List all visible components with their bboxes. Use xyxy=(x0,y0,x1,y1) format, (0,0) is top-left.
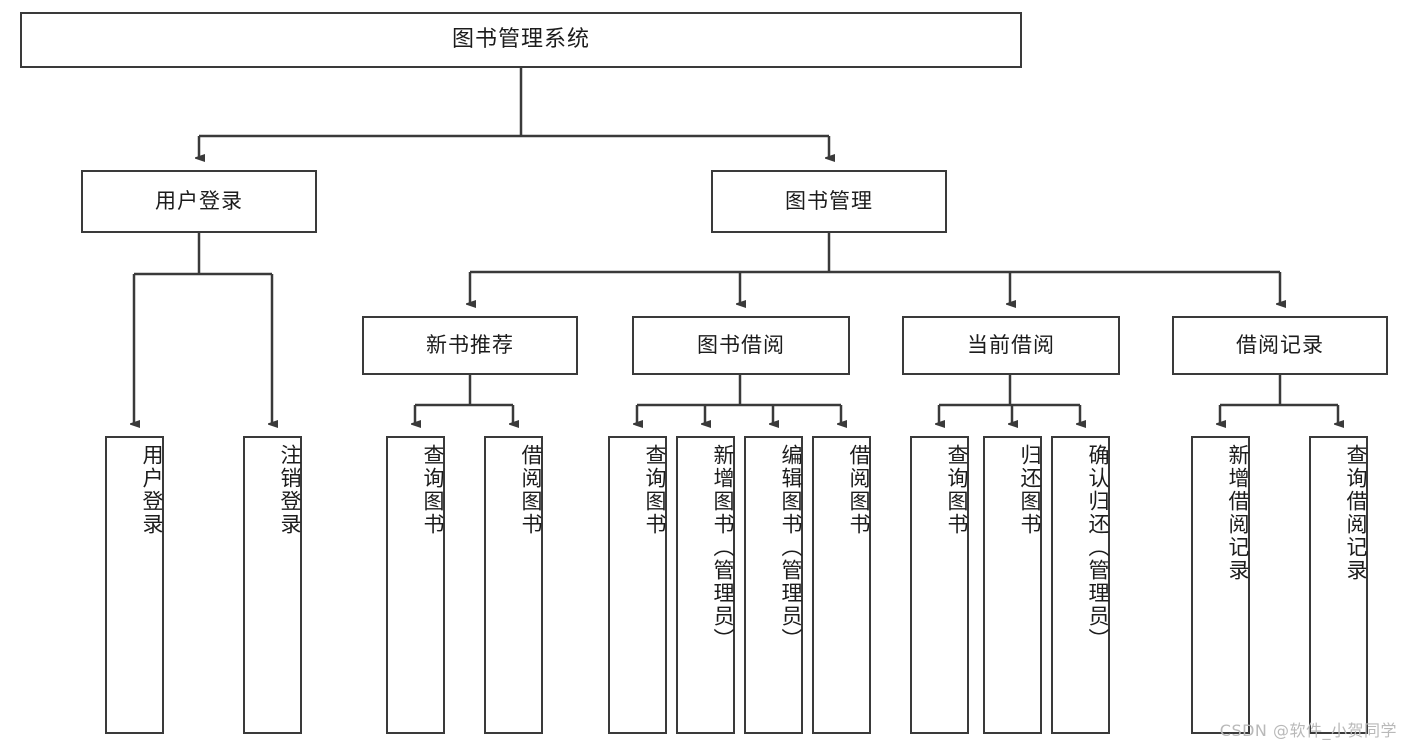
node-leaf-query-book-2[interactable]: 查询图书 xyxy=(608,436,667,734)
node-leaf-user-login[interactable]: 用户登录 xyxy=(105,436,164,734)
node-leaf-edit-book-label: 编辑图书（管理员） xyxy=(779,444,803,651)
node-leaf-confirm-return[interactable]: 确认归还（管理员） xyxy=(1051,436,1110,734)
node-leaf-confirm-return-label: 确认归还（管理员） xyxy=(1086,444,1110,651)
node-borrow-record[interactable]: 借阅记录 xyxy=(1172,316,1388,375)
node-leaf-user-login-label: 用户登录 xyxy=(140,444,164,536)
node-leaf-query-book-1[interactable]: 查询图书 xyxy=(386,436,445,734)
node-leaf-query-book-3[interactable]: 查询图书 xyxy=(910,436,969,734)
watermark: CSDN @软件_小贺同学 xyxy=(1219,721,1397,740)
node-leaf-borrow-book-1-label: 借阅图书 xyxy=(519,444,543,536)
node-leaf-query-record-label: 查询借阅记录 xyxy=(1344,444,1368,582)
node-leaf-edit-book[interactable]: 编辑图书（管理员） xyxy=(744,436,803,734)
node-new-book-recommend-label: 新书推荐 xyxy=(426,332,514,357)
node-leaf-query-book-1-label: 查询图书 xyxy=(421,444,445,536)
node-book-borrow[interactable]: 图书借阅 xyxy=(632,316,850,375)
node-leaf-add-book-label: 新增图书（管理员） xyxy=(711,444,735,651)
node-leaf-query-record[interactable]: 查询借阅记录 xyxy=(1309,436,1368,734)
node-root-label: 图书管理系统 xyxy=(451,26,590,52)
node-leaf-query-book-2-label: 查询图书 xyxy=(643,444,667,536)
node-leaf-add-record[interactable]: 新增借阅记录 xyxy=(1191,436,1250,734)
node-leaf-logout[interactable]: 注销登录 xyxy=(243,436,302,734)
node-book-manage[interactable]: 图书管理 xyxy=(711,170,947,233)
node-current-borrow[interactable]: 当前借阅 xyxy=(902,316,1120,375)
node-root[interactable]: 图书管理系统 xyxy=(20,12,1022,68)
node-new-book-recommend[interactable]: 新书推荐 xyxy=(362,316,578,375)
node-leaf-query-book-3-label: 查询图书 xyxy=(945,444,969,536)
node-leaf-borrow-book-2[interactable]: 借阅图书 xyxy=(812,436,871,734)
node-leaf-return-book-label: 归还图书 xyxy=(1018,444,1042,536)
node-leaf-return-book[interactable]: 归还图书 xyxy=(983,436,1042,734)
node-user-login[interactable]: 用户登录 xyxy=(81,170,317,233)
node-leaf-add-record-label: 新增借阅记录 xyxy=(1226,444,1250,582)
node-book-borrow-label: 图书借阅 xyxy=(697,332,785,357)
node-current-borrow-label: 当前借阅 xyxy=(967,332,1055,357)
node-user-login-label: 用户登录 xyxy=(155,188,243,213)
node-borrow-record-label: 借阅记录 xyxy=(1236,332,1324,357)
node-leaf-add-book[interactable]: 新增图书（管理员） xyxy=(676,436,735,734)
node-leaf-logout-label: 注销登录 xyxy=(278,444,302,536)
node-book-manage-label: 图书管理 xyxy=(785,188,873,213)
node-leaf-borrow-book-1[interactable]: 借阅图书 xyxy=(484,436,543,734)
node-leaf-borrow-book-2-label: 借阅图书 xyxy=(847,444,871,536)
